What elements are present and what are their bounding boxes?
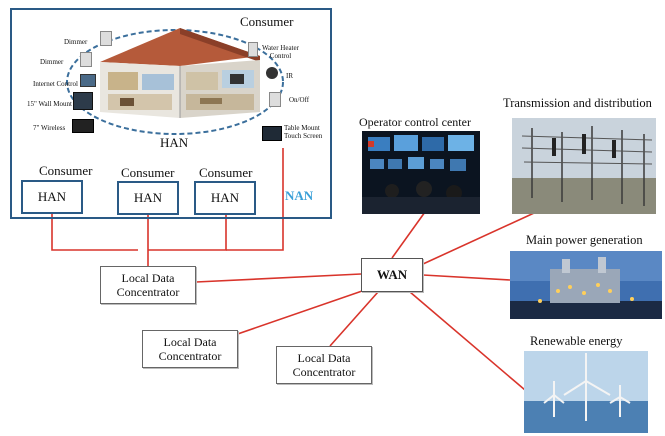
onoff-switch-icon (269, 92, 281, 107)
consumer-3-han: HAN (194, 181, 256, 215)
ir-sensor-icon (266, 67, 278, 79)
device-onoff-label: On/Off (289, 96, 310, 104)
link-wan-generation (422, 274, 511, 281)
house-han-label: HAN (160, 135, 189, 150)
ldc-1-label: Local Data Concentrator (116, 271, 180, 299)
local-data-concentrator-2: Local Data Concentrator (142, 330, 238, 368)
device-dimmer-label: Dimmer (40, 58, 64, 66)
ldc-3-label: Local Data Concentrator (292, 351, 356, 379)
water-heater-icon (248, 42, 258, 57)
wan-label: WAN (376, 267, 408, 282)
device-table-mount-label: Table Mount Touch Screen (284, 124, 323, 140)
device-ir-label: IR (286, 72, 293, 80)
nan-label: NAN (285, 188, 314, 203)
house-consumer-label: Consumer (240, 14, 294, 29)
wan-node: WAN (361, 258, 423, 292)
link-wan-transmission (422, 207, 546, 265)
device-water-heater-label: Water Heater Control (262, 44, 299, 60)
link-ldc2-wan (225, 289, 366, 339)
consumer-2-label: Consumer (121, 165, 175, 180)
wireless-icon (72, 119, 94, 133)
house-illustration (66, 28, 284, 135)
device-internet-label: Internet Control (33, 80, 78, 88)
transmission-label: Transmission and distribution (503, 96, 652, 110)
link-ldc1-wan (195, 273, 362, 283)
nan-frame (10, 8, 332, 219)
transmission-photo (512, 118, 656, 214)
dimmer-top-icon (100, 31, 112, 46)
consumer-1-label: Consumer (39, 163, 93, 178)
link-han1-bus (51, 214, 138, 251)
ldc-2-label: Local Data Concentrator (158, 335, 222, 363)
table-mount-icon (262, 126, 282, 141)
local-data-concentrator-3: Local Data Concentrator (276, 346, 372, 384)
local-data-concentrator-1: Local Data Concentrator (100, 266, 196, 304)
link-house-bus (226, 148, 284, 251)
generation-label: Main power generation (526, 233, 643, 247)
operator-label: Operator control center (359, 115, 471, 129)
operator-control-center-photo (362, 131, 480, 214)
consumer-1-han: HAN (21, 180, 83, 214)
consumer-3-label: Consumer (199, 165, 253, 180)
link-ldc3-wan (329, 291, 379, 347)
renewable-label: Renewable energy (530, 334, 623, 348)
dimmer-icon (80, 52, 92, 67)
device-wireless-label: 7" Wireless (33, 124, 66, 132)
power-generation-photo (510, 251, 662, 319)
link-wan-renewable (409, 291, 526, 391)
device-wall-mount-label: 15" Wall Mount (27, 100, 72, 108)
wall-mount-icon (73, 92, 93, 110)
renewable-energy-photo (524, 351, 648, 433)
device-dimmer-top-label: Dimmer (64, 38, 88, 46)
link-han3-bus (148, 214, 227, 251)
consumer-2-han: HAN (117, 181, 179, 215)
computer-icon (80, 74, 96, 87)
